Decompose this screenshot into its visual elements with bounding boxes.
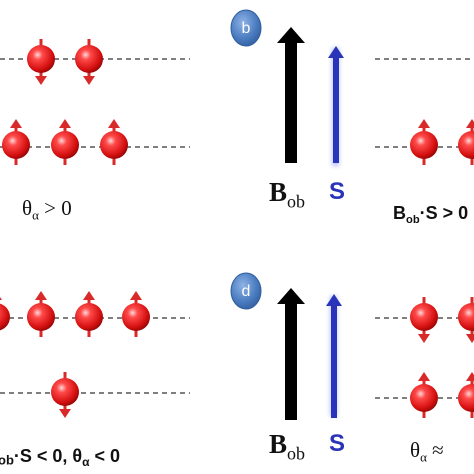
spin-ball (100, 131, 128, 159)
s-arrow (326, 294, 342, 418)
panel-d-arrows (277, 288, 342, 420)
spin-ball (410, 384, 438, 412)
spin-arrow-head (59, 119, 71, 128)
spin-arrow-head (0, 297, 2, 300)
energy-levels (0, 58, 474, 399)
spin-up (122, 291, 150, 337)
s-label: S (329, 178, 346, 205)
b-ob-label: Bob (269, 177, 306, 212)
spin-arrow-head (466, 372, 474, 381)
spin-ball (0, 303, 10, 331)
theta-a-label: θα > 0 (22, 196, 72, 223)
theta-d-label: θα ≈ (410, 438, 444, 465)
spin-down (27, 39, 55, 85)
spin-group (0, 39, 474, 418)
spin-arrow-head (83, 76, 95, 85)
spin-arrow-head (130, 291, 142, 300)
spin-arrow-head (466, 334, 474, 343)
spin-ball (27, 45, 55, 73)
spin-up (51, 119, 79, 165)
spin-up (27, 291, 55, 337)
panel-b-arrows (277, 27, 344, 166)
d-s-label: S (329, 430, 346, 457)
spin-up (100, 119, 128, 165)
d-b-ob-label: Bob (269, 429, 306, 464)
b-field-arrow (277, 27, 305, 163)
spin-up (410, 372, 438, 418)
spin-ball (458, 131, 474, 159)
spin-arrow-head (35, 291, 47, 300)
spin-ball (458, 303, 474, 331)
badge-b-text: b (242, 20, 251, 37)
spin-ball (51, 378, 79, 406)
spin-up (0, 297, 10, 331)
spin-down (75, 39, 103, 85)
spin-arrow-head (418, 334, 430, 343)
spin-ball (410, 303, 438, 331)
badge-b: b (230, 9, 262, 47)
spin-arrow-head (418, 119, 430, 128)
spin-down (458, 297, 474, 343)
spin-ball (458, 384, 474, 412)
spin-arrow-head (59, 409, 71, 418)
spin-arrow-head (35, 76, 47, 85)
spin-ball (410, 131, 438, 159)
spin-arrow-head (83, 291, 95, 300)
spin-ball (75, 45, 103, 73)
badge-d: d (230, 272, 262, 310)
s-arrow (328, 46, 344, 163)
spin-ball (27, 303, 55, 331)
spin-arrow-head (466, 119, 474, 128)
d-field-arrow (277, 288, 305, 420)
spin-ball (75, 303, 103, 331)
spin-down (410, 297, 438, 343)
spin-ball (51, 131, 79, 159)
spin-ball (2, 131, 30, 159)
c-condition-label: ob·S < 0, θα < 0 (0, 446, 121, 470)
spin-down (51, 372, 79, 418)
b-dot-s-label: Bob·S > 0 (393, 203, 469, 226)
spin-up (458, 372, 474, 418)
spin-arrow-head (10, 119, 22, 128)
spin-arrow-head (108, 119, 120, 128)
badge-d-text: d (242, 283, 251, 300)
spin-up (410, 119, 438, 165)
spin-arrow-head (418, 372, 430, 381)
spin-ball (122, 303, 150, 331)
spin-up (75, 291, 103, 337)
spin-up (458, 119, 474, 165)
spin-up (2, 119, 30, 165)
